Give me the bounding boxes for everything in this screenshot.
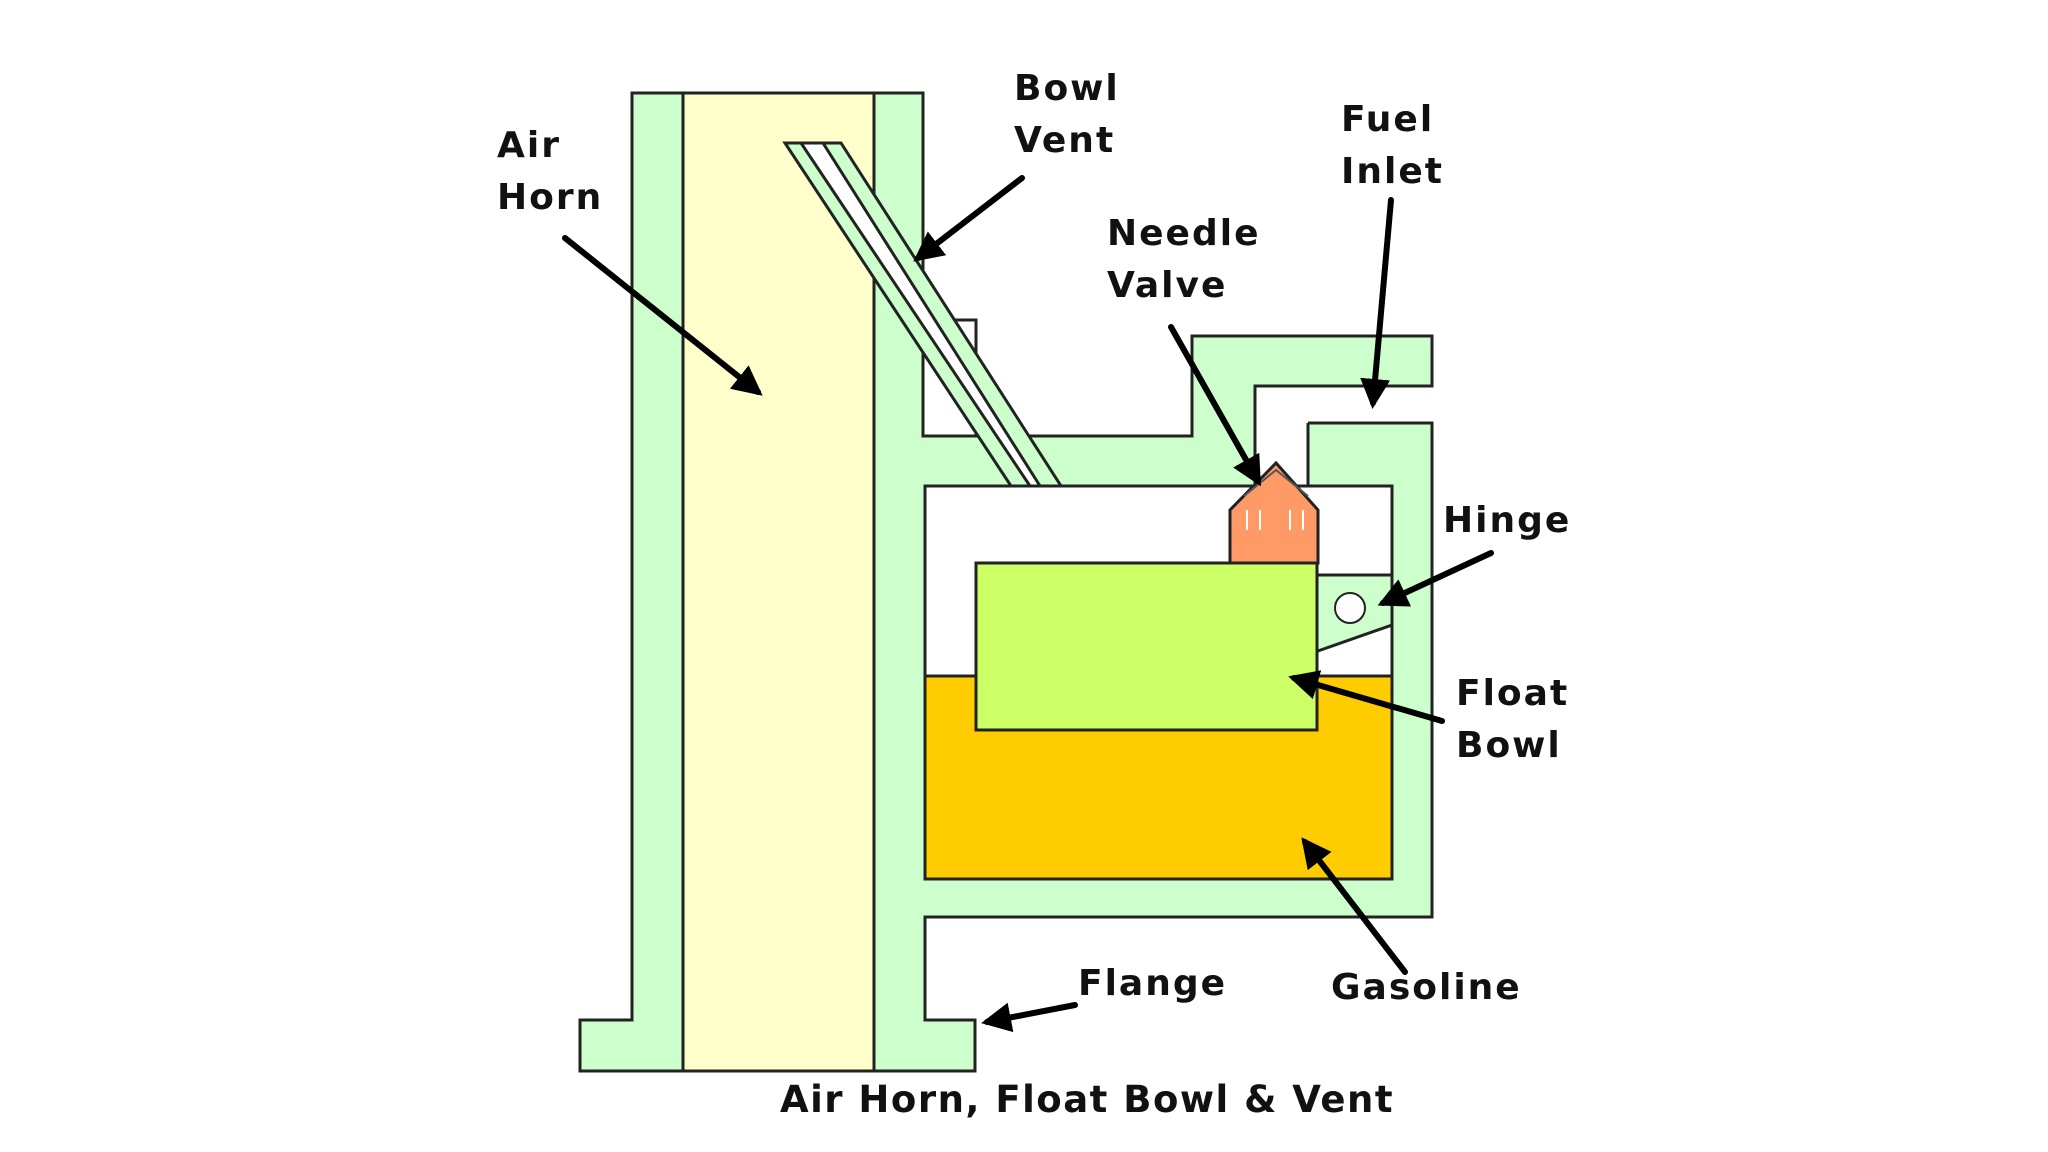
bowl-vent-tube <box>782 141 1064 488</box>
arrow-fuel-inlet <box>1360 197 1394 409</box>
arrow-needle-valve <box>1168 324 1261 487</box>
label-fuel-inlet-line1: Fuel <box>1341 99 1434 140</box>
label-bowl-vent-line2: Vent <box>1014 120 1115 161</box>
label-needle-valve-line1: Needle <box>1107 213 1261 254</box>
fuel-inlet-passage <box>1255 386 1432 485</box>
label-bowl-vent-line1: Bowl <box>1014 68 1120 109</box>
arrow-gasoline <box>1301 837 1408 975</box>
label-float-bowl-line2: Bowl <box>1456 725 1562 766</box>
arrow-bowl-vent <box>913 175 1025 262</box>
diagram-caption: Air Horn, Float Bowl & Vent <box>780 1078 1394 1121</box>
label-hinge: Hinge <box>1443 500 1571 541</box>
label-flange: Flange <box>1078 963 1227 1004</box>
arrow-float-bowl <box>1288 670 1445 724</box>
label-air-horn-line2: Horn <box>497 177 603 218</box>
arrow-hinge <box>1377 550 1494 607</box>
hinge-pin <box>1334 592 1366 624</box>
needle-valve <box>1228 460 1320 565</box>
float <box>974 561 1319 732</box>
air-horn-bore <box>681 91 876 1073</box>
label-float-bowl-line1: Float <box>1456 673 1569 714</box>
label-air-horn-line1: Air <box>497 125 561 166</box>
arrow-flange <box>981 1002 1078 1033</box>
leader-arrows <box>562 175 1494 1033</box>
label-needle-valve-line2: Valve <box>1107 265 1227 306</box>
label-fuel-inlet-line2: Inlet <box>1341 151 1444 192</box>
label-gasoline: Gasoline <box>1331 967 1522 1008</box>
labels: Air Horn Bowl Vent Fuel Inlet Needle Val… <box>497 68 1571 1121</box>
arrow-air-horn <box>562 235 763 396</box>
